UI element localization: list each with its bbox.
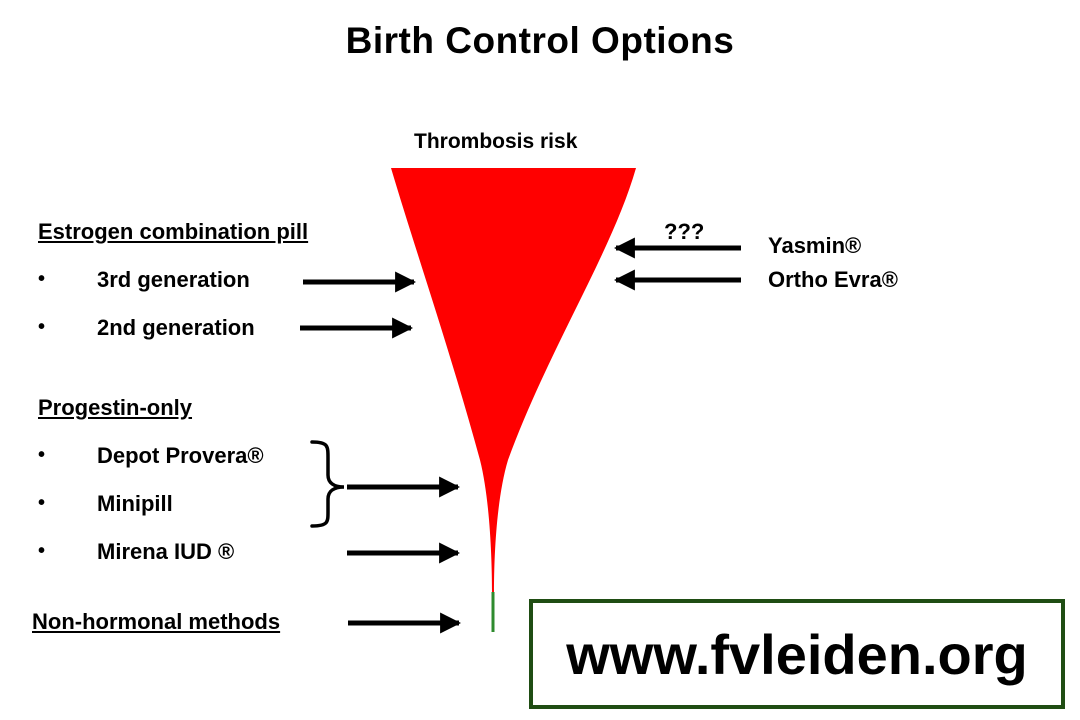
estrogen-heading: Estrogen combination pill <box>38 219 309 244</box>
estrogen-item-2nd-generation: 2nd generation <box>97 315 255 340</box>
bullet: • <box>38 492 46 514</box>
bullet: • <box>38 268 46 290</box>
progestin-heading: Progestin-only <box>38 395 193 420</box>
bullet: • <box>38 316 46 338</box>
unknown-risk-label: ??? <box>664 219 705 244</box>
bullet: • <box>38 444 46 466</box>
thrombosis-risk-label: Thrombosis risk <box>414 130 578 153</box>
non-hormonal-heading: Non-hormonal methods <box>32 609 281 634</box>
bullet: • <box>38 540 46 562</box>
curly-brace <box>310 440 345 528</box>
progestin-item-minipill: Minipill <box>97 491 173 516</box>
right-item-ortho-evra: Ortho Evra® <box>768 267 898 292</box>
progestin-item-depot-provera: Depot Provera® <box>97 443 264 468</box>
progestin-item-mirena-iud: Mirena IUD ® <box>97 539 235 564</box>
estrogen-item-3rd-generation: 3rd generation <box>97 267 250 292</box>
website-url[interactable]: www.fvleiden.org <box>566 622 1028 686</box>
risk-funnel <box>391 168 636 592</box>
website-box: www.fvleiden.org <box>529 599 1065 709</box>
right-item-yasmin: Yasmin® <box>768 233 862 258</box>
page-title: Birth Control Options <box>345 20 735 61</box>
